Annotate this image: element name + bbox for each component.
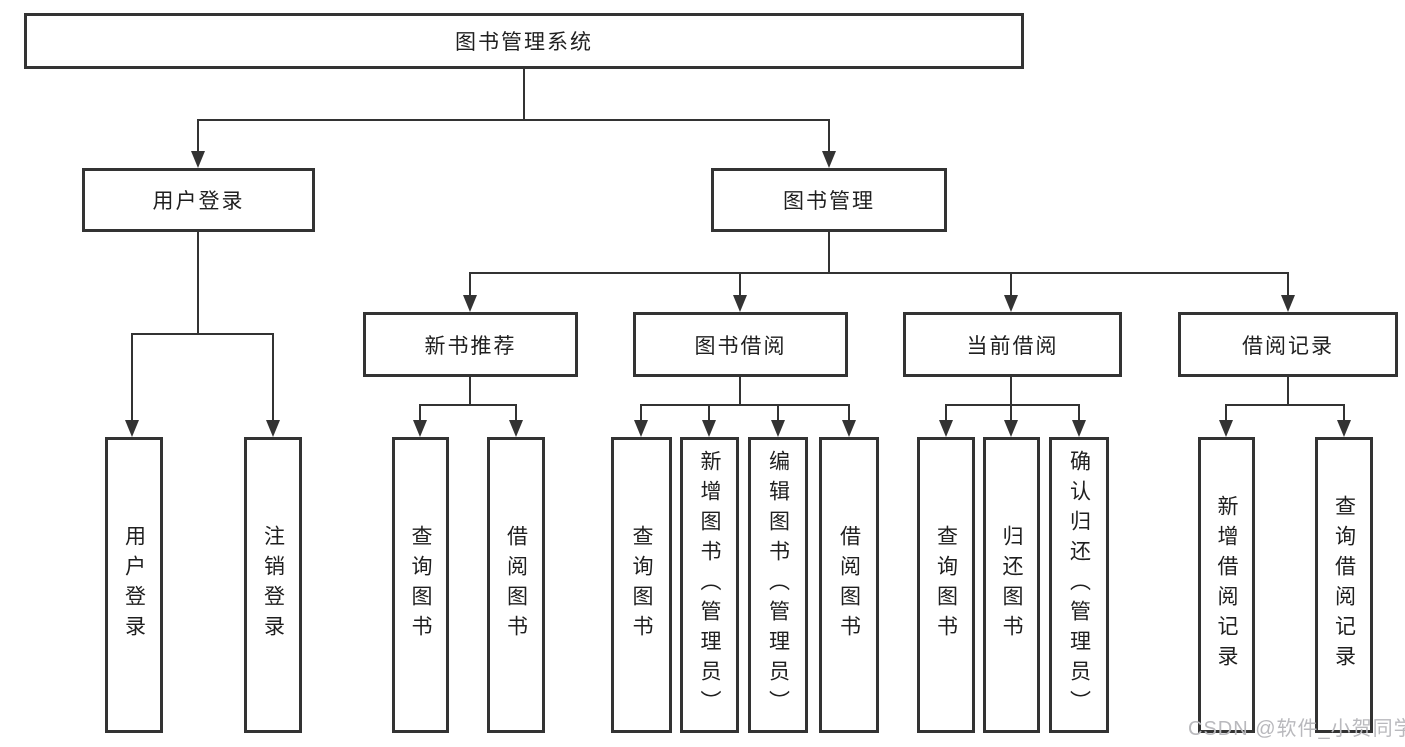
arrowhead-down-icon <box>1219 420 1233 437</box>
node-label: 图书管理 <box>783 190 875 213</box>
arrowhead-down-icon <box>413 420 427 437</box>
connector-line <box>1225 404 1227 423</box>
node-label: 图书借阅 <box>694 334 787 358</box>
arrowhead-down-icon <box>509 420 523 437</box>
connector-line <box>197 119 199 155</box>
node-label: 查询借阅记录 <box>1332 495 1356 675</box>
node-label: 用户登录 <box>122 525 146 645</box>
connector-line <box>419 404 517 406</box>
leaf-borrow-query-books: 查询图书 <box>611 437 672 733</box>
leaf-records-add-record: 新增借阅记录 <box>1198 437 1255 733</box>
leaf-logout: 注销登录 <box>244 437 302 733</box>
arrowhead-down-icon <box>125 420 139 437</box>
node-label: 编辑图书（管理员） <box>766 450 790 720</box>
leaf-borrow-add-books-admin: 新增图书（管理员） <box>680 437 739 733</box>
leaf-borrow-borrow-books: 借阅图书 <box>819 437 879 733</box>
arrowhead-down-icon <box>1004 420 1018 437</box>
arrowhead-down-icon <box>1004 295 1018 312</box>
node-book-borrowing: 图书借阅 <box>633 312 848 377</box>
connector-line <box>1225 404 1345 406</box>
connector-line <box>708 404 710 423</box>
connector-line <box>272 333 274 421</box>
arrowhead-down-icon <box>463 295 477 312</box>
arrowhead-down-icon <box>939 420 953 437</box>
connector-line <box>131 333 133 421</box>
connector-line <box>739 272 741 297</box>
leaf-user-login: 用户登录 <box>105 437 163 733</box>
connector-line <box>640 404 642 423</box>
node-current-borrowing: 当前借阅 <box>903 312 1122 377</box>
node-label: 查询图书 <box>630 525 653 645</box>
arrowhead-down-icon <box>266 420 280 437</box>
connector-line <box>1287 272 1289 297</box>
node-new-book-recommend: 新书推荐 <box>363 312 578 377</box>
node-label: 注销登录 <box>261 525 285 645</box>
leaf-current-return-books: 归还图书 <box>983 437 1040 733</box>
node-root-library-management-system: 图书管理系统 <box>24 13 1024 69</box>
node-label: 图书管理系统 <box>455 31 593 54</box>
arrowhead-down-icon <box>842 420 856 437</box>
leaf-records-query-record: 查询借阅记录 <box>1315 437 1373 733</box>
node-label: 借阅记录 <box>1242 334 1334 358</box>
node-label: 新增借阅记录 <box>1215 495 1238 675</box>
node-user-login: 用户登录 <box>82 168 315 232</box>
connector-line <box>1078 404 1080 423</box>
arrowhead-down-icon <box>1281 295 1295 312</box>
leaf-current-query-books: 查询图书 <box>917 437 975 733</box>
leaf-newbooks-query-books: 查询图书 <box>392 437 449 733</box>
connector-line <box>197 119 830 121</box>
node-label: 借阅图书 <box>504 525 528 645</box>
node-label: 新增图书（管理员） <box>698 450 721 720</box>
connector-line <box>523 69 525 120</box>
connector-line <box>848 404 850 423</box>
node-label: 当前借阅 <box>966 334 1059 358</box>
connector-line <box>197 232 199 335</box>
node-label: 新书推荐 <box>424 334 517 358</box>
connector-line <box>1287 377 1289 406</box>
arrowhead-down-icon <box>1337 420 1351 437</box>
connector-line <box>1010 377 1012 406</box>
leaf-newbooks-borrow-books: 借阅图书 <box>487 437 545 733</box>
connector-line <box>739 377 741 406</box>
node-label: 归还图书 <box>1000 525 1023 645</box>
arrowhead-down-icon <box>771 420 785 437</box>
connector-line <box>419 404 421 423</box>
watermark: CSDN @软件_小贺同学 <box>1188 718 1405 740</box>
connector-line <box>469 272 1289 274</box>
connector-line <box>469 272 471 297</box>
leaf-borrow-edit-books-admin: 编辑图书（管理员） <box>748 437 808 733</box>
connector-line <box>515 404 517 423</box>
connector-line <box>131 333 274 335</box>
connector-line <box>945 404 947 423</box>
node-label: 查询图书 <box>934 525 958 645</box>
node-label: 查询图书 <box>409 525 432 645</box>
arrowhead-down-icon <box>733 295 747 312</box>
connector-line <box>1343 404 1345 423</box>
node-label: 用户登录 <box>152 190 245 213</box>
connector-line <box>828 119 830 155</box>
arrowhead-down-icon <box>702 420 716 437</box>
connector-line <box>1010 404 1012 423</box>
connector-line <box>640 404 850 406</box>
connector-line <box>945 404 1080 406</box>
node-borrowing-records: 借阅记录 <box>1178 312 1398 377</box>
leaf-current-confirm-return-admin: 确认归还（管理员） <box>1049 437 1109 733</box>
node-book-management: 图书管理 <box>711 168 947 232</box>
connector-line <box>828 232 830 274</box>
arrowhead-down-icon <box>1072 420 1086 437</box>
connector-line <box>469 377 471 406</box>
arrowhead-down-icon <box>191 151 205 168</box>
connector-line <box>777 404 779 423</box>
arrowhead-down-icon <box>634 420 648 437</box>
arrowhead-down-icon <box>822 151 836 168</box>
node-label: 确认归还（管理员） <box>1067 450 1091 720</box>
connector-line <box>1010 272 1012 297</box>
node-label: 借阅图书 <box>837 525 861 645</box>
